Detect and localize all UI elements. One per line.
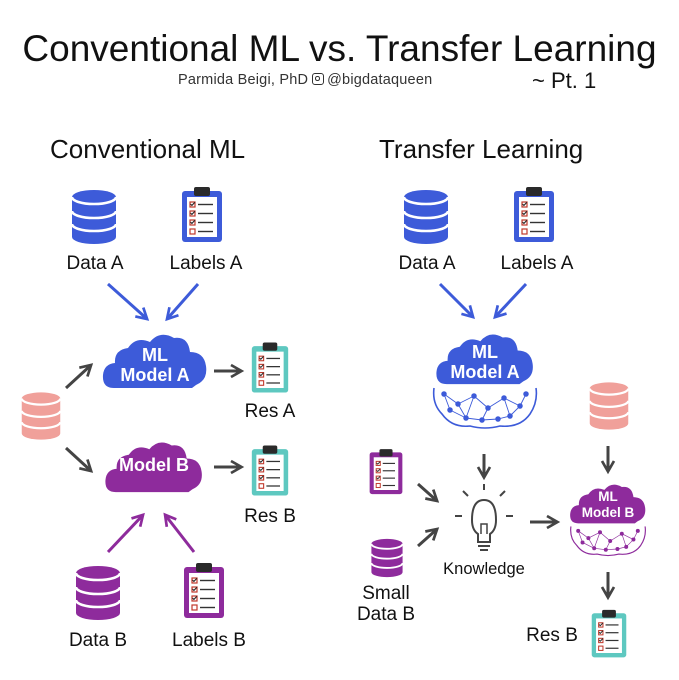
right-model-a-line2: Model A <box>450 362 519 382</box>
knowledge-lightbulb-icon <box>455 484 513 551</box>
right-data-a-label: Data A <box>398 253 456 274</box>
left-arrow-pink-to-model-a <box>64 363 94 390</box>
right-arrow-data-a-to-model-a <box>438 282 475 319</box>
right-arrow-labels-to-knowledge <box>417 482 440 503</box>
right-small-data-line1: Small <box>362 583 410 604</box>
page-title: Conventional ML vs. Transfer Learning <box>22 28 657 69</box>
right-model-b-line2: Model B <box>582 505 635 520</box>
left-labels-b-clipboard-icon <box>183 562 225 619</box>
right-model-a-line1: ML <box>472 342 498 362</box>
right-res-b-clipboard-icon <box>591 609 627 658</box>
right-res-b-label: Res B <box>526 625 578 646</box>
right-small-data-line2: Data B <box>356 604 416 625</box>
left-res-a-clipboard-icon <box>251 341 289 394</box>
left-labels-b-label: Labels B <box>172 630 246 651</box>
right-arrow-small-data-to-knowledge <box>417 527 440 548</box>
right-small-data-database-icon <box>370 537 404 579</box>
right-labels-clipboard-icon <box>369 448 403 495</box>
right-labels-a-label: Labels A <box>500 253 574 274</box>
part-label: ~ Pt. 1 <box>532 68 597 93</box>
left-arrow-data-b-to-model-b <box>106 512 145 554</box>
left-model-a-line1: ML <box>142 345 168 365</box>
left-pink-database-icon <box>20 391 62 441</box>
left-labels-a-clipboard-icon <box>181 186 223 243</box>
right-labels-a-clipboard-icon <box>513 186 555 243</box>
right-data-a-database-icon <box>402 188 450 246</box>
byline: Parmida Beigi, PhD @bigdataqueen <box>178 72 432 88</box>
author-handle: @bigdataqueen <box>327 72 433 88</box>
left-data-b-database-icon <box>74 564 122 622</box>
left-data-a-database-icon <box>70 188 118 246</box>
right-arrow-labels-a-to-model-a <box>493 282 528 320</box>
left-arrow-labels-b-to-model-b <box>163 512 196 553</box>
left-data-b-label: Data B <box>68 630 128 651</box>
right-pink-database-icon <box>588 381 630 431</box>
conventional-ml-heading: Conventional ML <box>50 134 246 164</box>
right-model-a-neural-net-icon <box>432 387 538 429</box>
transfer-learning-heading: Transfer Learning <box>379 134 584 164</box>
right-model-b-line1: ML <box>598 489 618 504</box>
left-data-a-label: Data A <box>66 253 124 274</box>
right-model-b-neural-net-icon <box>570 525 647 557</box>
left-labels-a-label: Labels A <box>169 253 243 274</box>
left-arrow-labels-a-to-model-a <box>165 283 200 322</box>
left-res-b-clipboard-icon <box>251 444 289 497</box>
left-model-b-label: Model B <box>119 455 189 475</box>
instagram-icon <box>312 73 325 85</box>
left-arrow-pink-to-model-b <box>64 446 94 473</box>
left-res-a-label: Res A <box>244 401 296 422</box>
left-arrow-data-a-to-model-a <box>106 282 150 321</box>
author-name: Parmida Beigi, PhD <box>178 72 309 88</box>
left-model-a-line2: Model A <box>120 365 189 385</box>
right-knowledge-label: Knowledge <box>443 560 525 578</box>
left-res-b-label: Res B <box>244 506 296 527</box>
